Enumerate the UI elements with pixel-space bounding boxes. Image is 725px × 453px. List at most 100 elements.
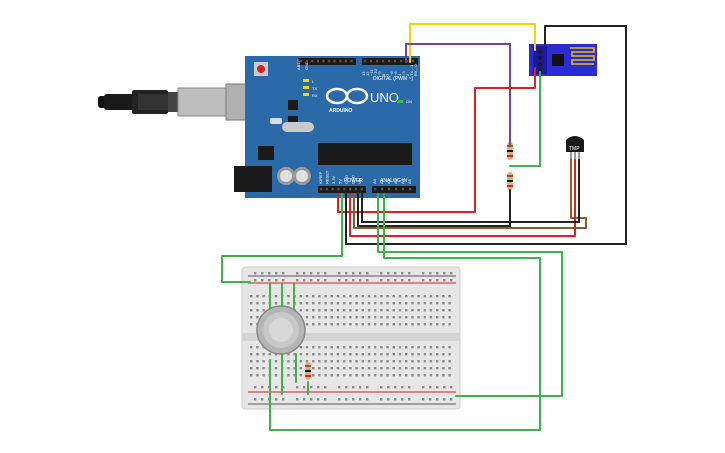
breadboard-hole (318, 316, 321, 319)
breadboard-hole (442, 353, 445, 356)
breadboard-hole (429, 367, 433, 370)
breadboard-hole (324, 386, 327, 389)
breadboard-hole (361, 367, 364, 370)
breadboard-hole (250, 360, 253, 363)
breadboard-hole (417, 309, 420, 312)
breadboard-hole (312, 374, 315, 377)
breadboard-hole (262, 374, 265, 377)
breadboard-hole (374, 360, 377, 363)
digital-pin-label-0: 13 (361, 71, 366, 76)
breadboard-hole (324, 323, 327, 326)
breadboard-hole (330, 346, 333, 349)
breadboard-hole (268, 272, 271, 275)
header-pin (328, 60, 331, 63)
breadboard-hole (387, 386, 390, 389)
breadboard-hole (359, 272, 362, 275)
breadboard-hole (436, 386, 439, 389)
header-pin (400, 60, 403, 63)
breadboard-hole (423, 360, 426, 363)
breadboard-hole (256, 374, 259, 377)
wire-green-analog (377, 193, 563, 397)
breadboard-hole (392, 374, 395, 377)
header-pin (300, 60, 303, 63)
header-pin (402, 188, 405, 191)
breadboard-hole (303, 272, 306, 275)
breadboard-hole (250, 295, 253, 298)
breadboard-hole (408, 272, 411, 275)
header-pin (322, 60, 325, 63)
breadboard-hole (299, 295, 302, 298)
breadboard-hole (398, 346, 402, 349)
header-pin (374, 188, 377, 191)
breadboard-hole (394, 386, 397, 389)
breadboard-hole (436, 302, 439, 305)
breadboard-hole (392, 353, 395, 356)
breadboard-hole (423, 295, 426, 298)
breadboard-hole (448, 367, 451, 370)
wire-black-sensor (361, 159, 580, 223)
breadboard-hole (343, 353, 346, 356)
breadboard-hole (380, 302, 383, 305)
wires (221, 23, 627, 431)
breadboard-hole (367, 323, 371, 326)
breadboard-hole (262, 295, 265, 298)
breadboard-hole (343, 323, 346, 326)
breadboard-hole (250, 367, 253, 370)
breadboard-hole (380, 386, 383, 389)
breadboard-hole (261, 279, 264, 282)
breadboard-hole (303, 279, 306, 282)
breadboard-hole (429, 316, 433, 319)
breadboard-hole (355, 360, 358, 363)
breadboard-hole (380, 316, 383, 319)
breadboard-hole (349, 316, 352, 319)
breadboard-hole (450, 386, 453, 389)
resistor-2 (507, 172, 513, 190)
breadboard-hole (268, 353, 271, 356)
breadboard-hole (274, 302, 278, 305)
breadboard-hole (392, 295, 395, 298)
header-pin (409, 188, 412, 191)
breadboard-hole (448, 295, 451, 298)
breadboard-hole (417, 374, 420, 377)
breadboard-hole (380, 323, 383, 326)
breadboard-hole (442, 367, 445, 370)
breadboard-hole (374, 309, 377, 312)
breadboard-hole (256, 346, 259, 349)
wire-red-sensor (349, 159, 576, 237)
breadboard-hole (349, 353, 352, 356)
wire-purple (405, 43, 511, 147)
breadboard-hole (261, 272, 264, 275)
breadboard-hole (380, 309, 383, 312)
header-pin (343, 188, 346, 191)
breadboard-hole (401, 398, 404, 401)
temperature-sensor-icon: TMP (566, 136, 584, 160)
header-power (318, 186, 366, 193)
breadboard-hole (448, 323, 451, 326)
header-pin (370, 60, 373, 63)
atmega-chip (318, 143, 412, 165)
breadboard-hole (310, 279, 313, 282)
breadboard-hole (367, 367, 371, 370)
breadboard-hole (380, 346, 383, 349)
breadboard-hole (448, 302, 451, 305)
breadboard-hole (422, 386, 425, 389)
breadboard-hole (324, 272, 327, 275)
breadboard-hole (343, 316, 346, 319)
breadboard-hole (330, 367, 333, 370)
breadboard-hole (380, 398, 383, 401)
breadboard-hole (355, 302, 358, 305)
breadboard-hole (318, 323, 321, 326)
breadboard-hole (312, 295, 315, 298)
breadboard-hole (305, 295, 309, 298)
breadboard-hole (310, 272, 313, 275)
breadboard-hole (330, 295, 333, 298)
breadboard-hole (312, 316, 315, 319)
breadboard-hole (336, 353, 340, 356)
wire-black-analog (357, 189, 511, 227)
breadboard-hole (349, 374, 352, 377)
breadboard-hole (442, 360, 445, 363)
crystal (282, 122, 314, 132)
breadboard-hole (330, 302, 333, 305)
breadboard-hole (287, 353, 290, 356)
